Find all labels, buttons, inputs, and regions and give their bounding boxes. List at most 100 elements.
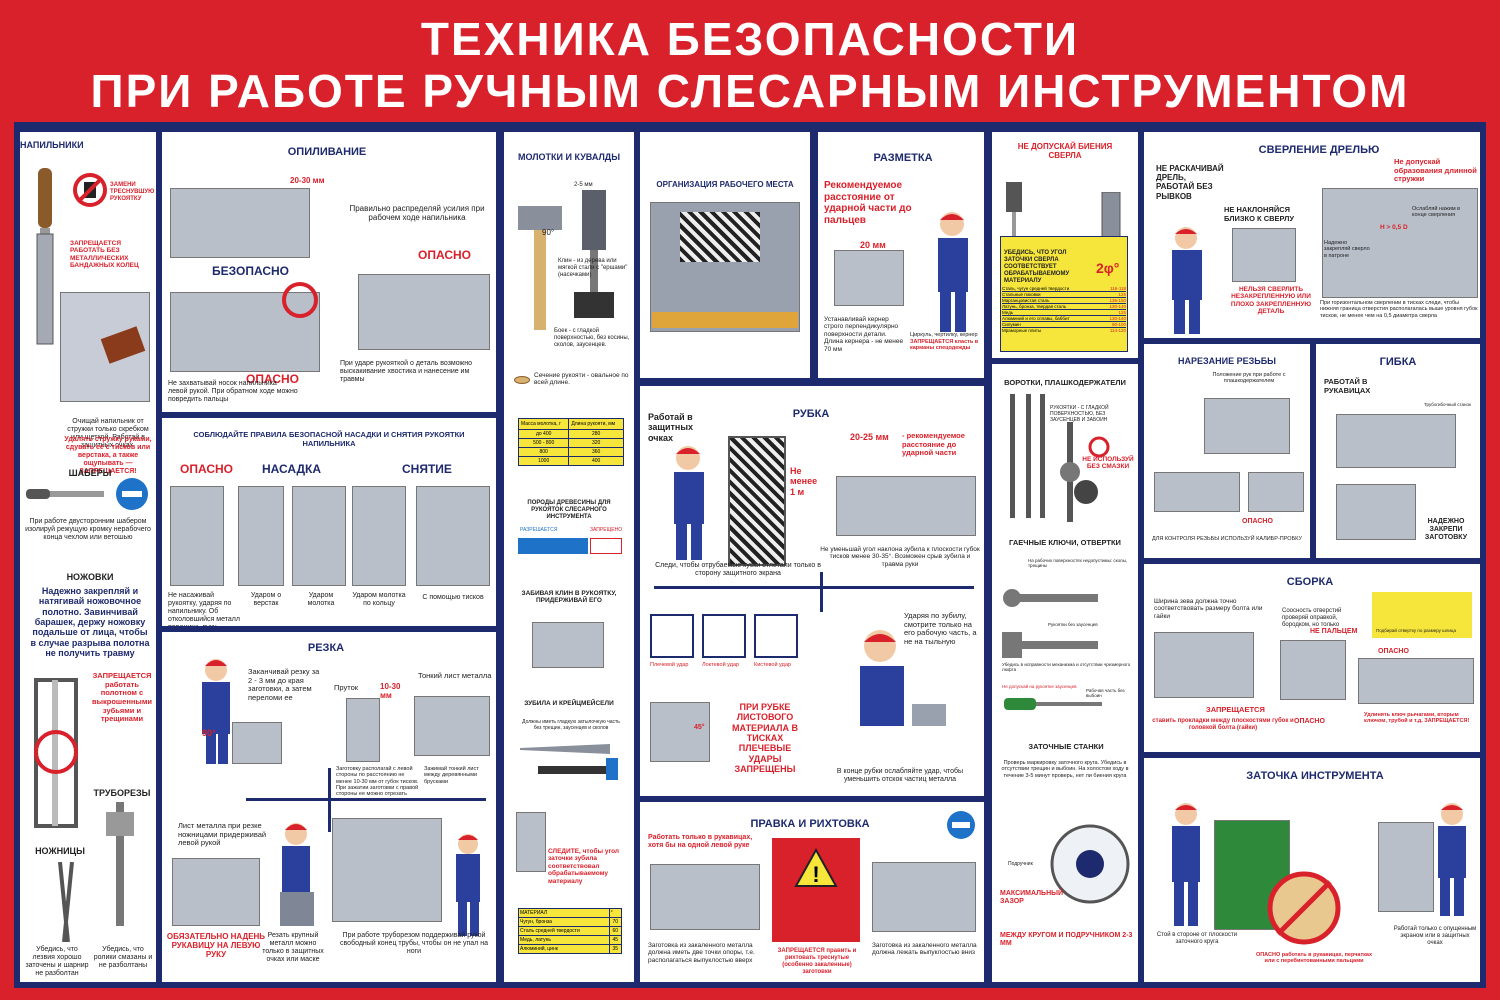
panel-marking: РАЗМЕТКА Рекомендуемое расстояние от уда…: [818, 132, 984, 378]
elbow-strike-illustration: [702, 614, 746, 658]
chopping-wrist-label: Кистевой удар: [754, 662, 791, 668]
threading-danger-label: ОПАСНО: [1242, 518, 1273, 525]
hammers-heading: МОЛОТКИ И КУВАЛДЫ: [517, 152, 621, 162]
cutting-thin-label: Тонкий лист металла: [418, 671, 492, 680]
chopping-eye-text: Следи, чтобы отрубаемые куски отлетали т…: [655, 562, 821, 578]
hammers-watch-text: СЛЕДИТЕ, чтобы угол заточки зубила соотв…: [548, 848, 620, 885]
drill-table-cell: 125: [1101, 309, 1126, 316]
sharpening-heading: ЗАТОЧКА ИНСТРУМЕНТА: [1246, 770, 1384, 782]
handle-caption4: Ударом молотка по кольцу: [352, 592, 406, 608]
cutting-vise-illustration: [232, 722, 282, 764]
filing-danger-left-illustration: [170, 292, 320, 372]
hammer-table-header-mass: Масса молотка, г: [517, 418, 570, 430]
taps-oil-text: НЕ ИСПОЛЬЗУЙ БЕЗ СМАЗКИ: [1082, 456, 1134, 471]
no-broken-handle-icon: [73, 173, 107, 207]
floor-mat: [652, 312, 798, 328]
assembly-heading: СБОРКА: [1286, 576, 1334, 588]
drill-table-cell: 125: [1101, 291, 1126, 298]
assembly-coax-text: Соосность отверстий проверяй оправкой, б…: [1282, 608, 1342, 628]
files-replace-text: ЗАМЕНИ ТРЕСНУВШУЮ РУКОЯТКУ: [110, 182, 155, 202]
assembly-forbidden-text: ЗАПРЕЩАЕТСЯ: [1206, 705, 1265, 714]
drill-table-cell: 136-150: [1101, 297, 1126, 304]
hammers-section-text: Сечение рукояти - овальное по всей длине…: [534, 372, 629, 387]
worker-pipe-illustration: [446, 828, 492, 938]
material-table-cell: 60: [608, 926, 623, 936]
threading-gauge-illustration: [1248, 472, 1304, 512]
drilling-secure-text: Надежно закрепляй сверло в патроне: [1324, 240, 1370, 259]
drill-table-cell: 90-100: [1101, 321, 1126, 328]
panel-bending: ГИБКА РАБОТАЙ В РУКАВИЦАХ Трубогибочный …: [1316, 344, 1480, 558]
drill-table-cell: 114-120: [1109, 328, 1126, 333]
hammer-table-header-length: Длина рукояти, мм: [568, 418, 624, 430]
hammers-chisel-note: Должны иметь гладкую затылочную часть бе…: [522, 719, 620, 731]
straightening-heading: ПРАВКА И РИХТОВКА: [750, 818, 870, 830]
material-table-cell: 45: [608, 935, 623, 945]
marking-punch-text: Устанавливай кернер строго перпендикуляр…: [824, 316, 904, 353]
assembly-wrench-text: Ширина зева должна точно соответствовать…: [1154, 598, 1263, 620]
chopping-banned-text: ПРИ РУБКЕ ЛИСТОВОГО МАТЕРИАЛА В ТИСКАХ П…: [732, 702, 798, 775]
grinder-screen-illustration: [1378, 822, 1434, 912]
taps-handles-text: РУКОЯТКИ - С ГЛАДКОЙ ПОВЕРХНОСТЬЮ, БЕЗ З…: [1050, 405, 1109, 423]
chopping-heading: РУБКА: [792, 408, 830, 420]
handle-heading: СОБЛЮДАЙТЕ ПРАВИЛА БЕЗОПАСНОЙ НАСАДКИ И …: [193, 430, 465, 448]
wrenches-heading: ГАЕЧНЫЕ КЛЮЧИ, ОТВЕРТКИ: [1009, 538, 1121, 547]
handle-caption1: Не насаживай рукоятку, ударяя по напильн…: [168, 592, 240, 626]
protective-screen: [728, 436, 786, 566]
chopping-recommend: - рекомендуемое расстояние до ударной ча…: [902, 431, 965, 458]
hammer-head-icon: [574, 292, 614, 318]
files-heading: НАПИЛЬНИКИ: [20, 140, 84, 150]
glasses-icon: [947, 811, 975, 839]
straightening-caption2: ЗАПРЕЩАЕТСЯ править и рихтовать треснуты…: [777, 948, 857, 975]
divider-horizontal: [246, 798, 486, 801]
hammers-firm-text: Боек - с гладкой поверхностью, без косин…: [554, 328, 630, 348]
shears-heading: НОЖНИЦЫ: [35, 846, 85, 856]
drill-table-cell: Стальные поковки: [1002, 291, 1102, 298]
drill-table-cell: Марганцовистая сталь: [1002, 297, 1102, 304]
threading-heading: НАРЕЗАНИЕ РЕЗЬБЫ: [1177, 356, 1276, 366]
filing-gap-text: 20-30 мм: [290, 176, 325, 185]
adjustable-wrench-icon: [1002, 632, 1098, 658]
shoulder-strike-illustration: [650, 614, 694, 658]
poster-title-line2: ПРИ РАБОТЕ РУЧНЫМ СЛЕСАРНЫМ ИНСТРУМЕНТОМ: [90, 65, 1410, 117]
handle-caption3: Ударом молотка: [307, 592, 335, 608]
danger-gloves-circle-icon: [1267, 871, 1341, 945]
sharpening-danger-text: ОПАСНО работать в рукавицах, перчатках и…: [1255, 952, 1373, 965]
die-icon: [1074, 480, 1098, 504]
filing-danger-right-illustration: [358, 274, 490, 350]
drilling-heading: СВЕРЛЕНИЕ ДРЕЛЬЮ: [1258, 144, 1380, 156]
wrenches-text2: Рукоятки без заусенцев: [1048, 622, 1098, 627]
panel-straightening: ПРАВКА И РИХТОВКА Работать только в рука…: [640, 802, 984, 982]
drill-table-cell: Алюминий и его сплавы, баббит: [1002, 315, 1102, 322]
straightening-caption1: Заготовка из закаленного металла должна …: [648, 942, 755, 964]
file-tool-icon: [36, 168, 54, 345]
hammers-allowed-label: РАЗРЕШАЕТСЯ: [520, 527, 558, 533]
hammers-forbidden-label: ЗАПРЕЩЕНО: [590, 527, 623, 533]
cutting-text6: При работе труборезом поддерживай рукой …: [340, 932, 488, 956]
chopping-deg: 45°: [694, 724, 705, 731]
assembly-wrench-illustration: [1154, 632, 1254, 698]
hammers-mm: 2-5 мм: [574, 182, 593, 188]
files-note-text: Очищай напильник от стружки только скреб…: [67, 418, 149, 450]
worker-shears-illustration: [266, 818, 328, 928]
handle-hammer-illustration: [292, 486, 346, 586]
handle-caption5: С помощью тисков: [422, 594, 484, 601]
hammer-table-cell: до 400: [517, 429, 570, 439]
hammer-table-cell: 400: [568, 456, 624, 466]
cutting-text1: Заканчивай резку за 2 - 3 мм до края заг…: [248, 667, 320, 702]
wrenches-text1: На рабочих поверхностях недопустимы: ско…: [1028, 558, 1128, 569]
drilling-relax-text: Ослабляй нажим в конце сверления: [1412, 206, 1461, 219]
bending-gloves-text: РАБОТАЙ В РУКАВИЦАХ: [1324, 377, 1371, 395]
hammers-angle: 90°: [542, 228, 555, 237]
mandatory-cover-icon: [116, 478, 148, 510]
handle-fit-label: НАСАДКА: [262, 462, 322, 476]
drill-chuck-icon: [1006, 182, 1022, 242]
cutting-mm: 10-30 мм: [380, 682, 401, 701]
drill-table-cell: Медь: [1002, 309, 1102, 316]
scraper-tool-icon: [26, 489, 104, 499]
wrenches-text3: Убедись в исправности механизма и отсутс…: [1002, 662, 1131, 673]
material-table-cell: Медь, латунь: [518, 935, 610, 945]
worker-sharpening-left-illustration: [1162, 798, 1212, 928]
bending-secure-text: НАДЕЖНО ЗАКРЕПИ ЗАГОТОВКУ: [1424, 518, 1468, 542]
cutting-angle: 90°: [202, 728, 216, 738]
